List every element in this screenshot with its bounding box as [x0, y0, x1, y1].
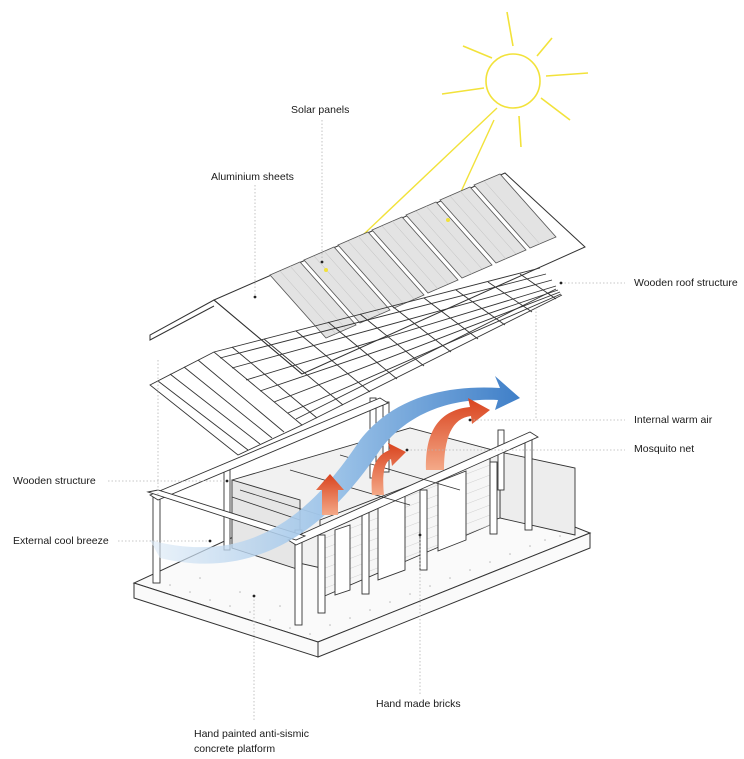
wooden-beams: [146, 397, 539, 546]
door-openings: [334, 470, 467, 596]
platform-texture: [169, 535, 561, 635]
label-wooden-structure: Wooden structure: [13, 475, 96, 487]
label-wooden-roof-structure: Wooden roof structure: [634, 277, 738, 289]
label-solar-panels: Solar panels: [291, 104, 350, 116]
label-concrete-platform: Hand painted anti-sismic concrete platfo…: [194, 727, 309, 757]
solar-panel-ribs: [279, 180, 541, 335]
label-concrete-platform-line2: concrete platform: [194, 743, 276, 755]
label-external-cool-breeze: External cool breeze: [13, 535, 109, 547]
label-concrete-platform-line1: Hand painted anti-sismic: [194, 728, 309, 740]
sun-icon: [441, 11, 589, 148]
cool-breeze-arrow: [150, 376, 520, 564]
leader-dots: [208, 260, 563, 598]
wooden-roof-structure: [149, 267, 563, 456]
label-aluminium-sheets: Aluminium sheets: [211, 171, 294, 183]
label-internal-warm-air: Internal warm air: [634, 414, 713, 426]
warm-air-arrows: [316, 398, 490, 515]
label-mosquito-net: Mosquito net: [634, 443, 695, 455]
label-hand-made-bricks: Hand made bricks: [376, 698, 461, 710]
leader-lines: [108, 120, 625, 722]
